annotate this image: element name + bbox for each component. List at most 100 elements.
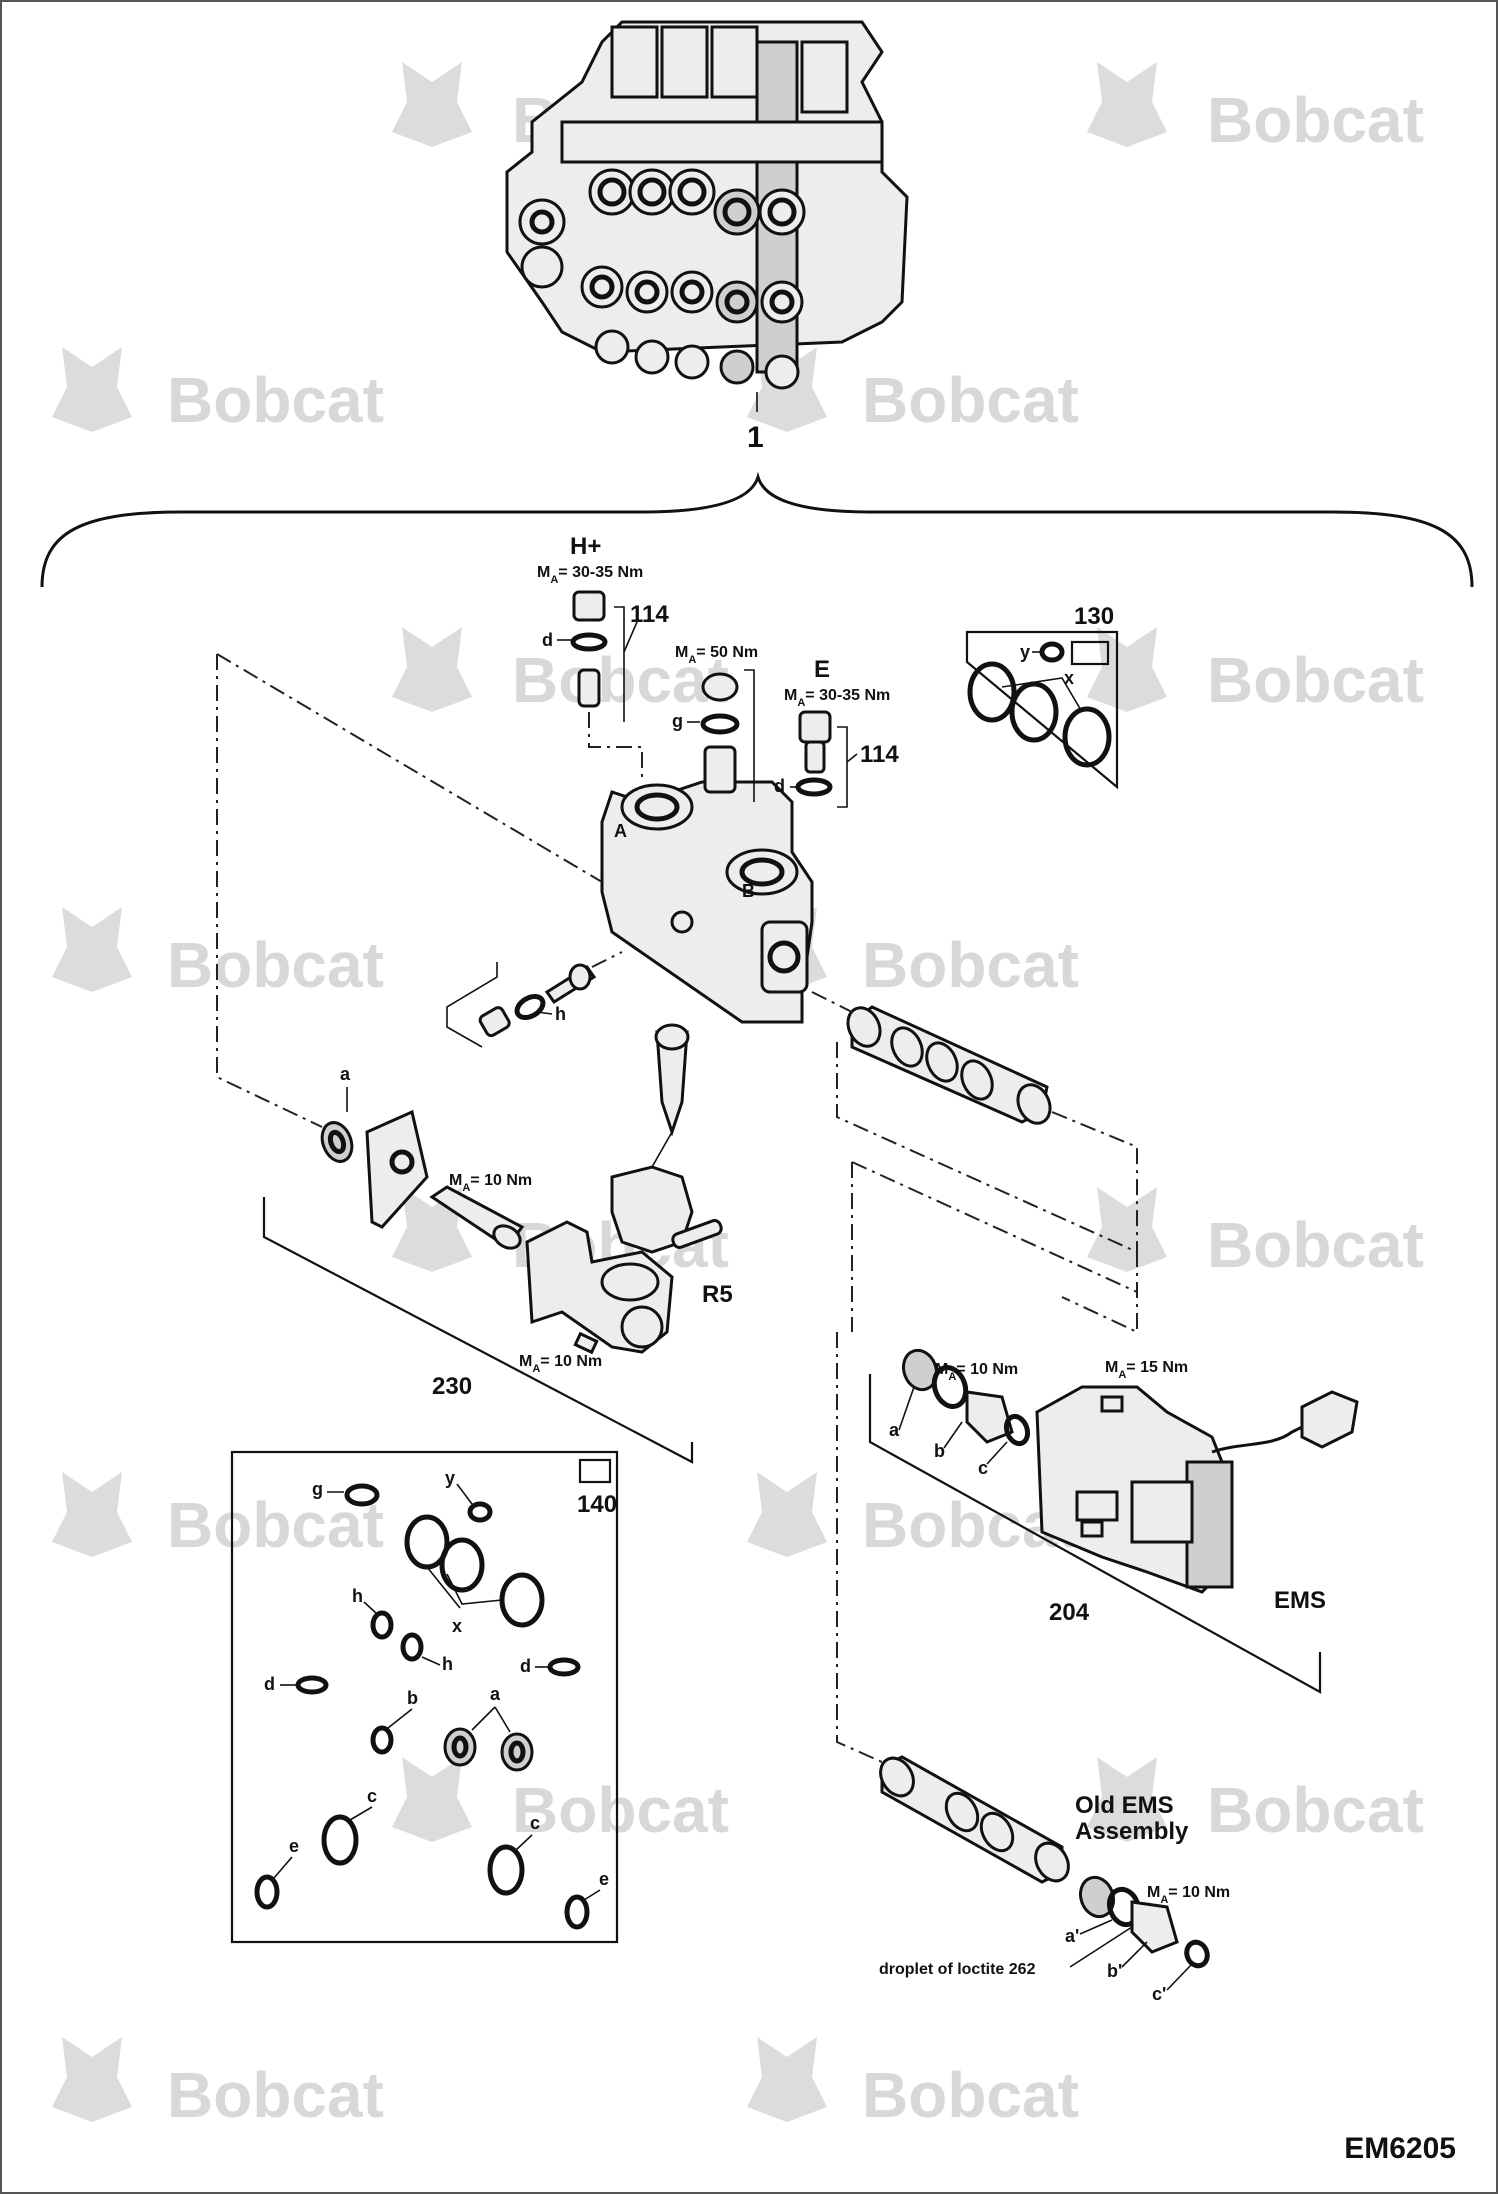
torque-center: MA= 50 Nm	[675, 644, 758, 666]
old-ems-label-line1: Old EMS	[1075, 1792, 1174, 1819]
callout-130: 130	[1074, 603, 1114, 630]
port-a-label: A	[614, 821, 627, 841]
h-plus-relief-valve	[570, 590, 608, 708]
kit-h-label-2: h	[442, 1654, 453, 1674]
screw	[573, 1331, 599, 1355]
r5-label: R5	[702, 1281, 733, 1308]
bracket-204	[868, 1374, 1322, 1694]
callout-114-a: 114	[630, 601, 669, 628]
port-b-label: B	[742, 881, 755, 901]
seal-h-label: h	[555, 1004, 566, 1024]
seal-g-label: g	[672, 711, 683, 731]
watermark-logo	[392, 62, 472, 147]
watermark-logo	[52, 347, 132, 432]
ems-a-label: a	[889, 1420, 900, 1440]
kit-y-label: y	[445, 1468, 455, 1488]
e-relief-valve	[795, 710, 833, 797]
kit-e-label-1: e	[289, 1836, 299, 1856]
callout-140: 140	[577, 1491, 617, 1518]
watermark-logo	[1087, 62, 1167, 147]
seal-kit-130	[965, 630, 1119, 790]
old-ems-seals	[1078, 1875, 1210, 1969]
kit-b-label: b	[407, 1688, 418, 1708]
seal-a-and-plate	[320, 1109, 429, 1229]
kit-a-label: a	[490, 1684, 501, 1704]
seal-d-label: d	[542, 630, 553, 650]
watermark-logo	[1087, 1757, 1167, 1842]
spring-cap	[429, 1185, 525, 1250]
watermark-text: Bobcat	[862, 2059, 1079, 2131]
kit-h-label-1: h	[352, 1586, 363, 1606]
assembly-number: 1	[747, 421, 764, 454]
kit-g-label: g	[312, 1479, 323, 1499]
old-ems-a-label: a'	[1065, 1926, 1079, 1946]
kit-c-label-1: c	[367, 1786, 377, 1806]
torque-ems-1: MA= 10 Nm	[935, 1361, 1018, 1383]
old-ems-spool	[879, 1755, 1070, 1884]
kit-d-label-1: d	[264, 1674, 275, 1694]
torque-ems-2: MA= 15 Nm	[1105, 1359, 1188, 1381]
old-ems-b-label: b'	[1107, 1961, 1122, 1981]
callout-114-b: 114	[860, 741, 899, 768]
watermark-grid: Bobcat Bobcat Bobcat Bobcat Bobcat Bobca…	[52, 62, 1424, 2131]
watermark-text: Bobcat	[167, 929, 384, 1001]
valve-block-assembly	[505, 20, 909, 390]
watermark-text: Bobcat	[1207, 644, 1424, 716]
handle-plunger	[610, 1023, 723, 1254]
old-ems-label-line2: Assembly	[1075, 1818, 1189, 1845]
loctite-note: droplet of loctite 262	[879, 1961, 1036, 1978]
e-label: E	[814, 656, 830, 683]
kit-c-label-2: c	[530, 1813, 540, 1833]
watermark-text: Bobcat	[167, 2059, 384, 2131]
center-cartridge	[700, 672, 740, 794]
watermark-text: Bobcat	[167, 364, 384, 436]
seal-a-label-left: a	[340, 1064, 351, 1084]
watermark-logo	[747, 1472, 827, 1557]
ems-label: EMS	[1274, 1587, 1326, 1614]
watermark-logo	[52, 907, 132, 992]
main-spool	[846, 1005, 1052, 1125]
kit-x-label: x	[452, 1616, 462, 1636]
torque-cap: MA= 10 Nm	[449, 1172, 532, 1194]
valve-section-body: A B	[600, 780, 814, 1024]
kit-d-label-2: d	[520, 1656, 531, 1676]
watermark-logo	[1087, 627, 1167, 712]
plug-with-seal	[446, 962, 597, 1048]
ems-module	[1035, 1385, 1359, 1594]
callout-230: 230	[432, 1373, 472, 1400]
torque-housing: MA= 10 Nm	[519, 1353, 602, 1375]
old-ems-c-label: c'	[1152, 1984, 1166, 2004]
watermark-text: Bobcat	[1207, 1774, 1424, 1846]
watermark-text: Bobcat	[862, 929, 1079, 1001]
torque-e: MA= 30-35 Nm	[784, 687, 890, 709]
watermark-logo	[747, 2037, 827, 2122]
watermark-logo	[392, 1757, 472, 1842]
watermark-text: Bobcat	[1207, 84, 1424, 156]
seal-x-label: x	[1064, 668, 1074, 688]
seal-d-label-e: d	[774, 776, 785, 796]
torque-h-plus: MA= 30-35 Nm	[537, 564, 643, 586]
h-plus-label: H+	[570, 533, 601, 560]
bracket-230	[262, 1197, 694, 1464]
watermark-text: Bobcat	[512, 1774, 729, 1846]
watermark-text: Bobcat	[1207, 1209, 1424, 1281]
seal-y-label: y	[1020, 642, 1030, 662]
watermark-text: Bobcat	[512, 644, 729, 716]
watermark-logo	[52, 1472, 132, 1557]
callout-204: 204	[1049, 1599, 1090, 1626]
watermark-text: Bobcat	[862, 364, 1079, 436]
watermark-logo	[52, 2037, 132, 2122]
assembly-brace	[40, 471, 1474, 588]
seal-kit-140	[230, 1450, 619, 1944]
kit-e-label-2: e	[599, 1869, 609, 1889]
ems-c-label: c	[978, 1458, 988, 1478]
ems-b-label: b	[934, 1441, 945, 1461]
ems-seal-parts	[901, 1348, 1031, 1447]
watermark-logo	[1087, 1187, 1167, 1272]
watermark-logo	[392, 627, 472, 712]
cap-housing	[525, 1220, 674, 1354]
document-code: EM6205	[1344, 2132, 1456, 2165]
torque-old-ems: MA= 10 Nm	[1147, 1884, 1230, 1906]
